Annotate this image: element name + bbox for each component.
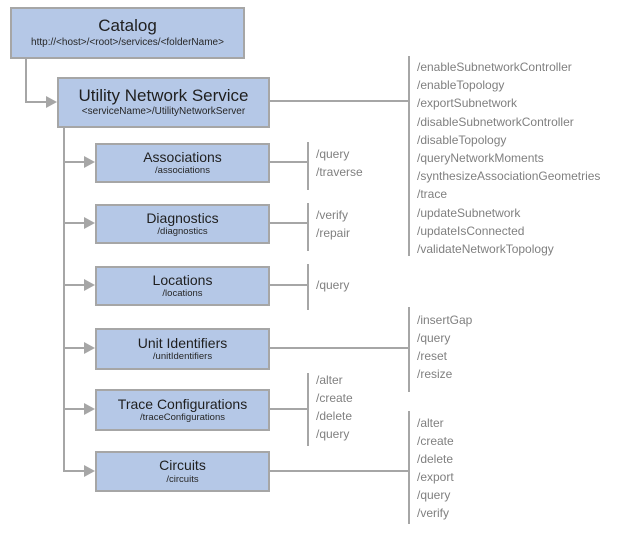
arrowhead-icon — [84, 217, 95, 229]
op-item: /synthesizeAssociationGeometries — [417, 169, 601, 184]
resource-title: Trace Configurations — [117, 395, 248, 412]
resource-box-associations: Associations /associations — [95, 143, 270, 183]
resource-path: /associations — [155, 165, 210, 176]
resource-title: Locations — [152, 271, 213, 288]
op-item: /resize — [417, 367, 453, 381]
op-item: /delete — [316, 409, 353, 423]
resource-title: Circuits — [159, 457, 206, 474]
catalog-url: http://<host>/<root>/services/<folderNam… — [31, 36, 224, 48]
resource-title: Diagnostics — [146, 209, 219, 226]
op-item: /queryNetworkMoments — [417, 151, 544, 166]
op-item: /query — [417, 488, 451, 502]
op-item: /updateIsConnected — [417, 223, 525, 238]
connector-line — [268, 470, 409, 472]
op-item: /query — [316, 147, 350, 161]
ops-divider-bar — [408, 307, 410, 392]
connector-line — [63, 284, 84, 286]
op-item: /disableTopology — [417, 132, 507, 147]
op-item: /enableTopology — [417, 78, 505, 93]
op-item: /disableSubnetworkController — [417, 114, 574, 129]
op-item: /insertGap — [417, 313, 473, 327]
connector-line — [63, 347, 84, 349]
service-box: Utility Network Service <serviceName>/Ut… — [57, 77, 270, 128]
arrowhead-icon — [46, 96, 57, 108]
ops-divider-bar — [307, 203, 309, 251]
service-path: <serviceName>/UtilityNetworkServer — [81, 106, 246, 118]
op-item: /validateNetworkTopology — [417, 242, 554, 257]
ops-divider-bar — [307, 373, 309, 446]
connector-line — [25, 101, 47, 103]
op-item: /query — [316, 427, 350, 441]
connector-line — [268, 161, 307, 163]
arrowhead-icon — [84, 403, 95, 415]
catalog-box: Catalog http://<host>/<root>/services/<f… — [10, 7, 245, 59]
trace-configurations-ops-list: /alter /create /delete /query — [316, 371, 353, 443]
op-item: /alter — [316, 373, 343, 387]
resource-box-trace-configurations: Trace Configurations /traceConfiguration… — [95, 389, 270, 431]
arrowhead-icon — [84, 279, 95, 291]
diagnostics-ops-list: /verify /repair — [316, 206, 350, 242]
arrowhead-icon — [84, 465, 95, 477]
op-item: /trace — [417, 187, 448, 202]
circuits-ops-list: /alter /create /delete /export /query /v… — [417, 414, 454, 522]
connector-line — [268, 100, 409, 102]
resource-box-circuits: Circuits /circuits — [95, 451, 270, 492]
connector-line — [25, 59, 27, 103]
connector-line — [268, 408, 307, 410]
ops-divider-bar — [408, 411, 410, 524]
connector-line — [63, 470, 84, 472]
ops-divider-bar — [307, 142, 309, 190]
op-item: /create — [316, 391, 353, 405]
associations-ops-list: /query /traverse — [316, 145, 363, 181]
resource-path: /locations — [162, 288, 203, 299]
arrowhead-icon — [84, 342, 95, 354]
op-item: /traverse — [316, 165, 363, 179]
connector-line — [268, 284, 307, 286]
resource-box-unit-identifiers: Unit Identifiers /unitIdentifiers — [95, 328, 270, 370]
catalog-title: Catalog — [98, 16, 157, 36]
op-item: /verify — [417, 506, 450, 520]
resource-title: Associations — [143, 148, 222, 165]
op-item: /create — [417, 434, 454, 448]
resource-title: Unit Identifiers — [137, 334, 228, 351]
op-item: /enableSubnetworkController — [417, 60, 572, 74]
service-ops-list: /enableSubnetworkController /enableTopol… — [417, 58, 600, 258]
resource-path: /traceConfigurations — [139, 412, 226, 423]
connector-line — [268, 222, 307, 224]
op-item: /repair — [316, 226, 351, 240]
op-item: /exportSubnetwork — [417, 96, 518, 111]
arrowhead-icon — [84, 156, 95, 168]
resource-path: /unitIdentifiers — [152, 351, 213, 362]
resource-box-diagnostics: Diagnostics /diagnostics — [95, 204, 270, 244]
connector-line — [63, 408, 84, 410]
ops-divider-bar — [307, 264, 309, 310]
ops-divider-bar — [408, 56, 410, 256]
op-item: /updateSubnetwork — [417, 205, 521, 220]
op-item: /export — [417, 470, 454, 484]
op-item: /delete — [417, 452, 454, 466]
resource-path: /circuits — [166, 473, 199, 485]
connector-line — [268, 347, 409, 349]
connector-line — [63, 222, 84, 224]
service-title: Utility Network Service — [78, 85, 249, 105]
unit-identifiers-ops-list: /insertGap /query /reset /resize — [417, 311, 472, 383]
op-item: /alter — [417, 416, 444, 430]
connector-line — [63, 161, 84, 163]
op-item: /query — [316, 278, 350, 292]
op-item: /query — [417, 331, 451, 345]
resource-box-locations: Locations /locations — [95, 266, 270, 306]
op-item: /verify — [316, 208, 349, 222]
op-item: /reset — [417, 349, 448, 363]
locations-ops-list: /query — [316, 276, 349, 294]
trunk-line — [63, 128, 65, 472]
resource-path: /diagnostics — [157, 226, 208, 237]
